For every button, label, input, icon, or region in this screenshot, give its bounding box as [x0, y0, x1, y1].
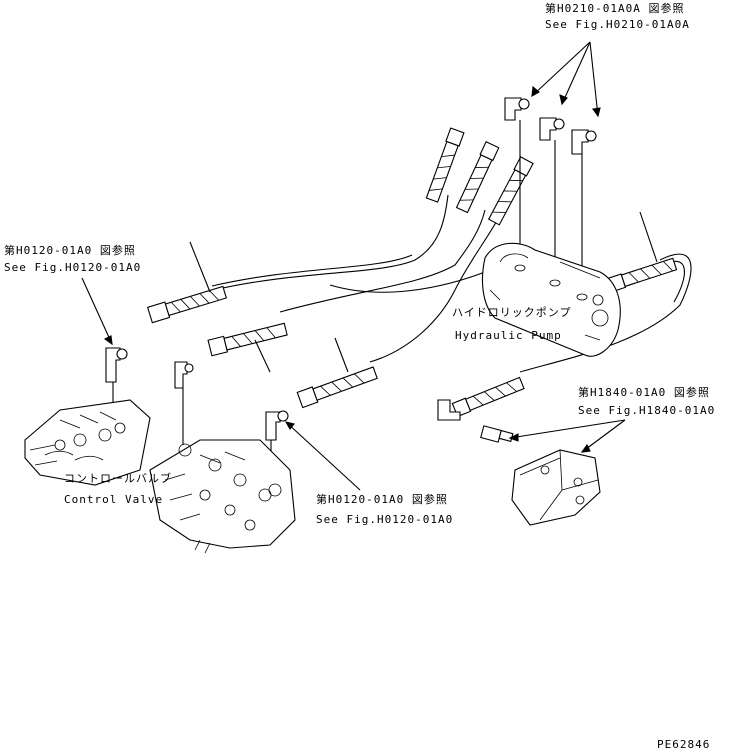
- valve-block: [511, 449, 601, 526]
- ref-valve-en: See Fig.H1840-01A0: [578, 404, 716, 417]
- control-valve-right: [149, 439, 296, 554]
- hose-fitting-6: [487, 156, 534, 226]
- control-valve-label-en: Control Valve: [64, 493, 164, 506]
- hydraulic-pump: [481, 242, 621, 357]
- hose-fitting-1: [146, 285, 228, 324]
- hose-fitting-4: [425, 127, 465, 203]
- leader-lines: [81, 41, 658, 491]
- hose-fitting-8: [451, 376, 525, 418]
- ref-pump-fitting-jp: 第H0210-01A0A 図参照: [545, 2, 685, 15]
- hose-lines: [211, 194, 692, 373]
- pump-label-jp: ハイドロリックポンプ: [452, 306, 572, 319]
- ref-cv-right-en: See Fig.H0120-01A0: [316, 513, 454, 526]
- elbow-fitting-top-1: [504, 97, 530, 121]
- straight-fitting-valve: [480, 425, 514, 443]
- drawing-number: PE62846: [657, 738, 711, 751]
- control-valve-label-jp: コントロールバルブ: [64, 472, 172, 485]
- ref-pump-fitting-en: See Fig.H0210-01A0A: [545, 18, 690, 31]
- hose-fitting-3: [296, 366, 378, 409]
- elbow-fitting-top-3: [571, 129, 597, 155]
- elbow-fittings: [105, 97, 597, 443]
- hose-fitting-5: [455, 141, 500, 214]
- elbow-fitting-cv-left: [105, 347, 128, 383]
- elbow-fitting-cv-right: [265, 410, 289, 441]
- ref-valve-jp: 第H1840-01A0 図参照: [578, 386, 710, 399]
- elbow-fitting-cv-mid: [174, 361, 194, 389]
- ref-cv-left-jp: 第H0120-01A0 図参照: [4, 244, 136, 257]
- control-valve-left: [24, 399, 151, 486]
- hose-fitting-2: [207, 322, 288, 357]
- elbow-fitting-lower-right: [437, 399, 461, 421]
- elbow-fitting-top-2: [539, 117, 565, 141]
- hose-fitting-7: [607, 257, 678, 293]
- ref-cv-right-jp: 第H0120-01A0 図参照: [316, 493, 448, 506]
- pump-label-en: Hydraulic Pump: [455, 329, 562, 342]
- ref-cv-left-en: See Fig.H0120-01A0: [4, 261, 142, 274]
